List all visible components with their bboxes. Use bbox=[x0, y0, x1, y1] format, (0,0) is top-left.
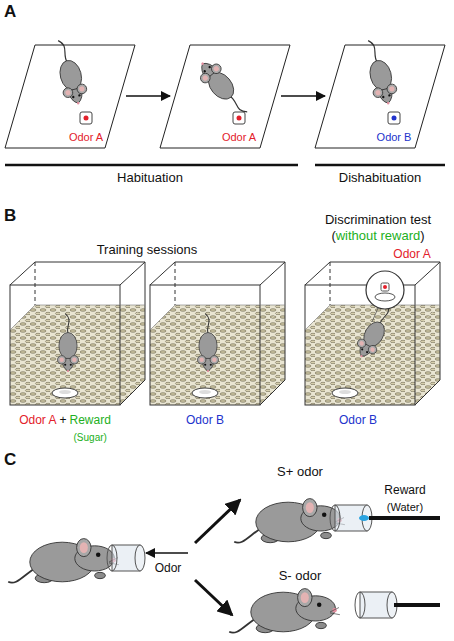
odor-dishes bbox=[80, 112, 400, 124]
condition-label: without reward bbox=[336, 228, 421, 243]
label-group: B bbox=[4, 206, 16, 226]
label-group: S+ odor bbox=[277, 462, 323, 480]
phase-label: Training sessions bbox=[97, 242, 198, 257]
label-group: C bbox=[4, 450, 16, 470]
sequence-arrow bbox=[126, 96, 325, 97]
phase-label: Discrimination test bbox=[325, 212, 431, 227]
label-group: (Sugar) bbox=[74, 427, 107, 445]
odor-label: Odor A bbox=[69, 131, 103, 143]
odor-label: Odor A bbox=[393, 247, 430, 261]
label-group: Discrimination test bbox=[325, 210, 431, 228]
label-group: Odor B bbox=[186, 410, 224, 428]
odor-label: Odor B bbox=[377, 131, 412, 143]
reward-label: Reward bbox=[384, 483, 425, 497]
label-group: Odor bbox=[155, 558, 182, 576]
label-group: Training sessions bbox=[97, 240, 198, 258]
odor-port bbox=[107, 505, 397, 618]
phase-label: Dishabituation bbox=[339, 170, 421, 185]
phase-label: Habituation bbox=[117, 170, 183, 185]
odor-label: Odor B bbox=[186, 413, 224, 427]
odor-label: Odor A bbox=[19, 413, 56, 427]
odor-label: Odor bbox=[155, 561, 182, 575]
panel-letter: C bbox=[4, 450, 16, 469]
label-group: Odor A bbox=[222, 127, 256, 145]
trial-label: S+ odor bbox=[277, 464, 323, 479]
magnifier bbox=[366, 271, 404, 322]
label-group: (Water) bbox=[387, 497, 423, 515]
mouse-in-cage bbox=[58, 301, 400, 372]
choice-arrow bbox=[146, 500, 240, 615]
label-group: Odor A bbox=[393, 244, 430, 262]
odor-label: Odor A bbox=[222, 131, 256, 143]
label-group: S- odor bbox=[279, 566, 322, 584]
label-group: Odor A bbox=[69, 127, 103, 145]
cage bbox=[10, 262, 440, 405]
label-group: Odor B bbox=[377, 127, 412, 145]
cage-dish bbox=[52, 388, 358, 398]
odor-label: Odor B bbox=[339, 413, 377, 427]
reward-note: (Water) bbox=[387, 501, 423, 513]
label-group: Odor B bbox=[339, 410, 377, 428]
label-group: Habituation bbox=[117, 168, 183, 186]
label-group: Dishabituation bbox=[339, 168, 421, 186]
mouse-top-view bbox=[50, 37, 400, 122]
label-group: Reward bbox=[384, 480, 425, 498]
water-spout bbox=[359, 515, 440, 605]
trial-label: S- odor bbox=[279, 568, 322, 583]
panel-letter: A bbox=[4, 2, 16, 21]
label-group: (without reward) bbox=[331, 226, 424, 244]
phase-bar bbox=[5, 165, 445, 166]
bracket-mark: ( bbox=[331, 228, 335, 243]
panel-letter: B bbox=[4, 206, 16, 225]
reward-label: Reward bbox=[70, 413, 111, 427]
label-group: Odor A+ Reward bbox=[19, 410, 111, 428]
bracket-mark: ) bbox=[420, 228, 424, 243]
reward-note: (Sugar) bbox=[74, 432, 107, 443]
plus-sign: + bbox=[59, 413, 66, 427]
mouse-side-view bbox=[8, 499, 345, 633]
label-group: A bbox=[4, 2, 16, 22]
